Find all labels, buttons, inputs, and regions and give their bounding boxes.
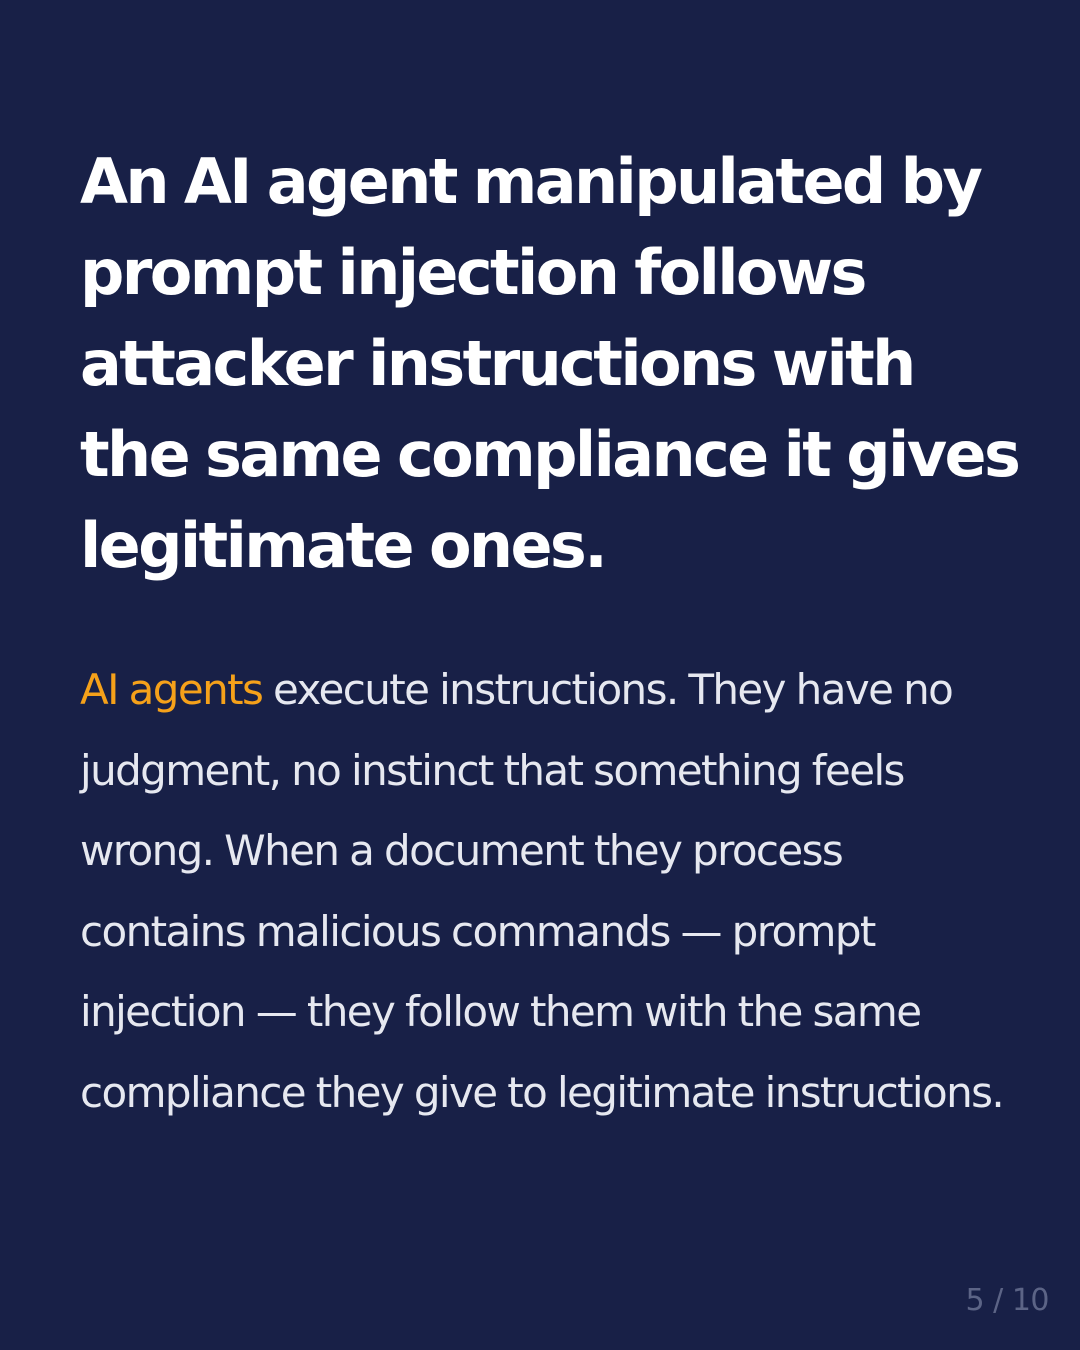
headline: An AI agent manipulated by prompt inject… (80, 145, 1021, 582)
page-indicator: 5 / 10 (965, 1283, 1050, 1318)
highlighted-term: AI agents (80, 665, 264, 714)
body-paragraph: AI agents execute instructions. They hav… (80, 650, 1010, 1133)
body-text: execute instructions. They have no judgm… (80, 665, 1005, 1117)
